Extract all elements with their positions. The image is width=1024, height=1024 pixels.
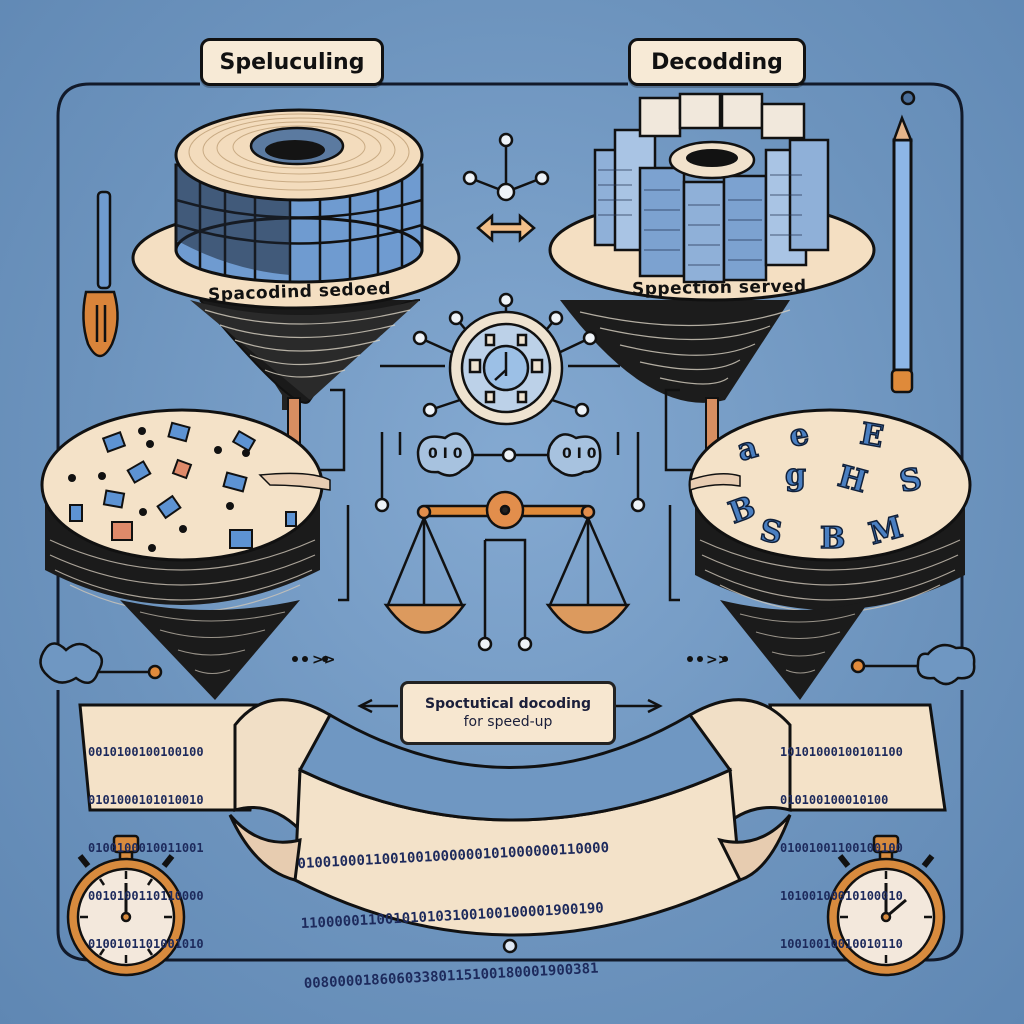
scroll-ribbon xyxy=(78,698,947,937)
binary-line: 01001001100100100 xyxy=(780,841,903,855)
left-small-cloud xyxy=(416,432,474,477)
left-binary-panel: 0010100100100100 0101000101010010 010010… xyxy=(88,712,204,968)
binary-line: 10100100010100010 xyxy=(780,889,903,903)
left-shape-drum xyxy=(40,408,331,700)
binary-line: 0101000101010010 xyxy=(88,793,204,807)
svg-text:B: B xyxy=(820,521,845,556)
balance-scale-icon xyxy=(383,490,631,652)
right-binary-panel: 10101000100101100 010100100010100 010010… xyxy=(780,712,903,968)
center-note-line2: for speed-up xyxy=(463,714,553,730)
svg-text:>>: >> xyxy=(706,652,729,668)
center-binary-scroll: 0100100011001001000000101000000110000 11… xyxy=(295,798,617,1014)
frame-border xyxy=(56,82,964,962)
binary-line: 10101000100101100 xyxy=(780,745,903,759)
stopwatch-icon-left xyxy=(66,834,186,977)
double-arrow-icon xyxy=(476,213,536,243)
right-document-drum xyxy=(548,92,876,449)
binary-line: 0010100110110000 xyxy=(88,889,204,903)
top-right-node xyxy=(900,90,916,106)
gear-clock-hub-icon xyxy=(380,292,620,426)
stopwatch-icon-right xyxy=(826,834,946,977)
binary-line: 00800001860603380115100180001900381 xyxy=(303,960,599,993)
binary-line: 0010100100100100 xyxy=(88,745,204,759)
svg-text:e: e xyxy=(787,417,812,455)
wrench-icon xyxy=(82,190,119,358)
binary-line: 10010010010010110 xyxy=(780,937,903,951)
binary-line: 0100100010011001 xyxy=(88,841,204,855)
title-label-left: Speluculing xyxy=(200,38,384,86)
dotted-arrows: >> >> xyxy=(292,652,729,668)
binary-line: 010100100010100 xyxy=(780,793,889,807)
title-label-right: Decodding xyxy=(628,38,806,86)
binary-line: 110000011001010103100100100001900190 xyxy=(300,900,605,933)
svg-text:g: g xyxy=(785,458,806,493)
right-drum-caption: Sppection served xyxy=(631,276,807,300)
center-note-box: Spoctutical docoding for speed-up xyxy=(400,681,616,745)
note-arrows xyxy=(357,698,663,714)
right-small-cloud xyxy=(547,433,602,477)
left-server-drum xyxy=(131,108,461,449)
left-node-label: 0 I 0 xyxy=(428,446,463,462)
pencil-icon xyxy=(890,114,914,394)
right-cloud-connector xyxy=(850,643,976,686)
binary-line: 0100101101001010 xyxy=(88,937,204,951)
center-circuit-lines xyxy=(300,388,710,602)
left-cloud-connector xyxy=(39,642,163,685)
center-note-line1: Spoctutical docoding xyxy=(425,696,591,712)
bottom-node xyxy=(502,938,518,954)
svg-text:S: S xyxy=(757,513,784,551)
right-node-label: 0 I 0 xyxy=(562,446,597,462)
right-letter-drum: a e E B g H S S B M xyxy=(688,408,972,700)
binary-line: 0100100011001001000000101000000110000 xyxy=(297,839,610,873)
top-network-node xyxy=(462,132,550,202)
